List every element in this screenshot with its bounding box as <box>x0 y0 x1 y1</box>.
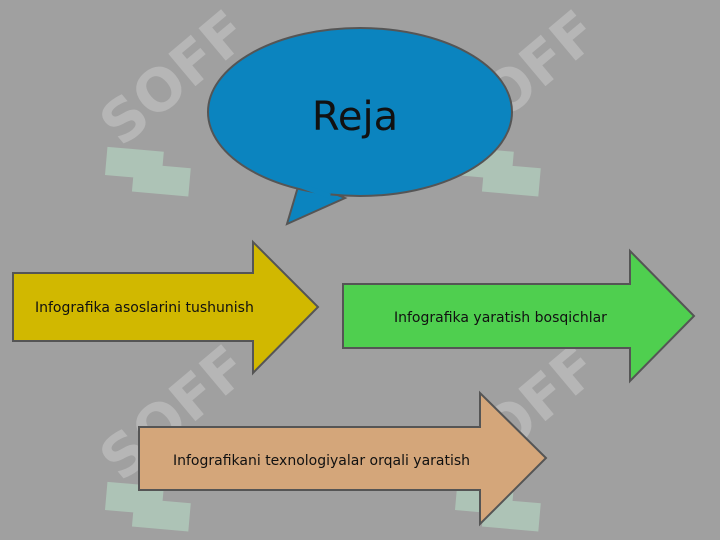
step-2-label: Infografika yaratish bosqichlar <box>394 310 607 326</box>
step-1-label: Infografika asoslarini tushunish <box>35 300 254 316</box>
step-arrow-3 <box>138 390 548 527</box>
step-arrow-1 <box>12 239 320 376</box>
slide-title: Reja <box>311 94 399 140</box>
speech-bubble-body <box>207 27 513 197</box>
title-speech-bubble <box>207 27 513 226</box>
step-arrow-2 <box>342 248 696 384</box>
step-3-label: Infografikani texnologiyalar orqali yara… <box>173 453 471 469</box>
